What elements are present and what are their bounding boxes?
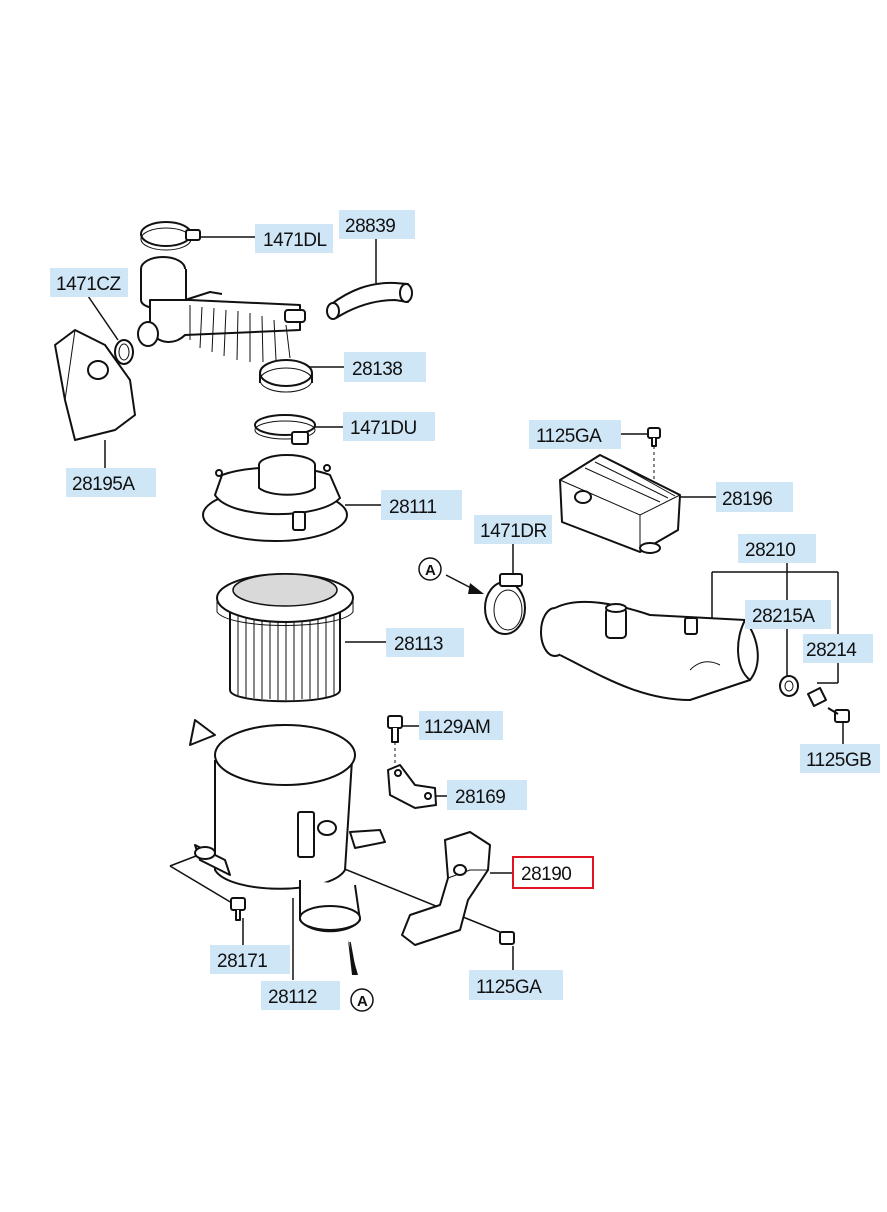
- part-number: 28190: [521, 864, 571, 885]
- air-cleaner-body-28112: [189, 719, 386, 933]
- part-label-1125gb[interactable]: 1125GB: [800, 744, 880, 773]
- hose-clamp-1471dl: [140, 221, 201, 251]
- part-label-1471cz[interactable]: 1471CZ: [50, 268, 128, 297]
- marker-a-bottom-label: A: [357, 993, 368, 1010]
- cover-28196: [559, 454, 681, 554]
- bracket-28169: [387, 764, 437, 809]
- hose-clamp-1471du: [254, 414, 316, 445]
- intake-duct-hose: [137, 256, 313, 393]
- part-label-28215a[interactable]: 28215A: [745, 600, 831, 629]
- part-label-28210[interactable]: 28210: [738, 534, 816, 563]
- grommet-28215a: [779, 675, 799, 697]
- bolt-1129am: [387, 715, 403, 770]
- hose-clamp-1471dr: [484, 573, 526, 635]
- resonator-28195a: [54, 329, 136, 441]
- part-label-28138[interactable]: 28138: [344, 352, 426, 382]
- part-label-28171[interactable]: 28171: [210, 945, 290, 974]
- reference-marker-a-left: A: [418, 557, 484, 594]
- part-label-28839[interactable]: 28839: [339, 210, 415, 239]
- part-label-28169[interactable]: 28169: [447, 780, 527, 810]
- hose-clamp-1471cz: [114, 339, 134, 365]
- bolt-28171: [230, 897, 246, 921]
- part-number: 28113: [394, 634, 443, 655]
- marker-a-left-label: A: [425, 562, 436, 579]
- part-label-28214[interactable]: 28214: [803, 634, 873, 663]
- part-number: 28839: [345, 216, 395, 237]
- part-label-28111[interactable]: 28111: [381, 490, 462, 520]
- part-number: 1129AM: [424, 717, 490, 738]
- part-number: 1471DU: [350, 418, 417, 439]
- part-label-1471dr[interactable]: 1471DR: [474, 515, 552, 544]
- intake-duct-28210: [540, 600, 759, 701]
- part-number: 1471CZ: [56, 274, 121, 295]
- part-number: 1125GA: [536, 426, 602, 447]
- part-label-1125ga-bottom[interactable]: 1125GA: [469, 970, 563, 1000]
- part-label-28190-highlighted[interactable]: 28190: [512, 856, 594, 889]
- bolt-1125gb: [827, 707, 850, 723]
- part-number: 28215A: [752, 606, 815, 627]
- part-number: 28169: [455, 787, 505, 808]
- part-label-28113[interactable]: 28113: [386, 628, 464, 657]
- bolt-1125ga-bottom: [499, 931, 515, 945]
- air-filter-element-28113: [216, 573, 354, 703]
- part-number: 28195A: [72, 474, 135, 495]
- filter-pleats: [237, 615, 335, 700]
- part-label-28196[interactable]: 28196: [716, 482, 793, 512]
- part-label-1471du[interactable]: 1471DU: [343, 412, 435, 441]
- part-label-1471dl[interactable]: 1471DL: [255, 224, 333, 253]
- part-number: 1125GA: [476, 977, 542, 998]
- reference-marker-a-bottom: A: [348, 940, 374, 1012]
- air-guide-28190: [401, 831, 491, 946]
- part-label-1129am[interactable]: 1129AM: [419, 711, 503, 740]
- part-number: 1125GB: [806, 750, 871, 771]
- breather-hose-28839: [326, 281, 413, 320]
- part-number: 28171: [217, 951, 267, 972]
- part-label-28195a[interactable]: 28195A: [66, 468, 156, 497]
- part-number: 28210: [745, 540, 795, 561]
- part-number: 28112: [268, 987, 317, 1008]
- part-number: 28196: [722, 489, 772, 510]
- part-number: 28214: [806, 640, 857, 661]
- part-label-28112[interactable]: 28112: [261, 981, 340, 1010]
- part-label-1125ga-top[interactable]: 1125GA: [529, 420, 621, 449]
- bellows-ribs: [189, 305, 291, 363]
- part-number: 28111: [389, 497, 437, 518]
- air-cleaner-cover-28111: [202, 454, 348, 542]
- part-number: 1471DR: [480, 521, 547, 542]
- collar-28214: [807, 687, 827, 707]
- part-number: 1471DL: [263, 230, 327, 251]
- part-number: 28138: [352, 359, 402, 380]
